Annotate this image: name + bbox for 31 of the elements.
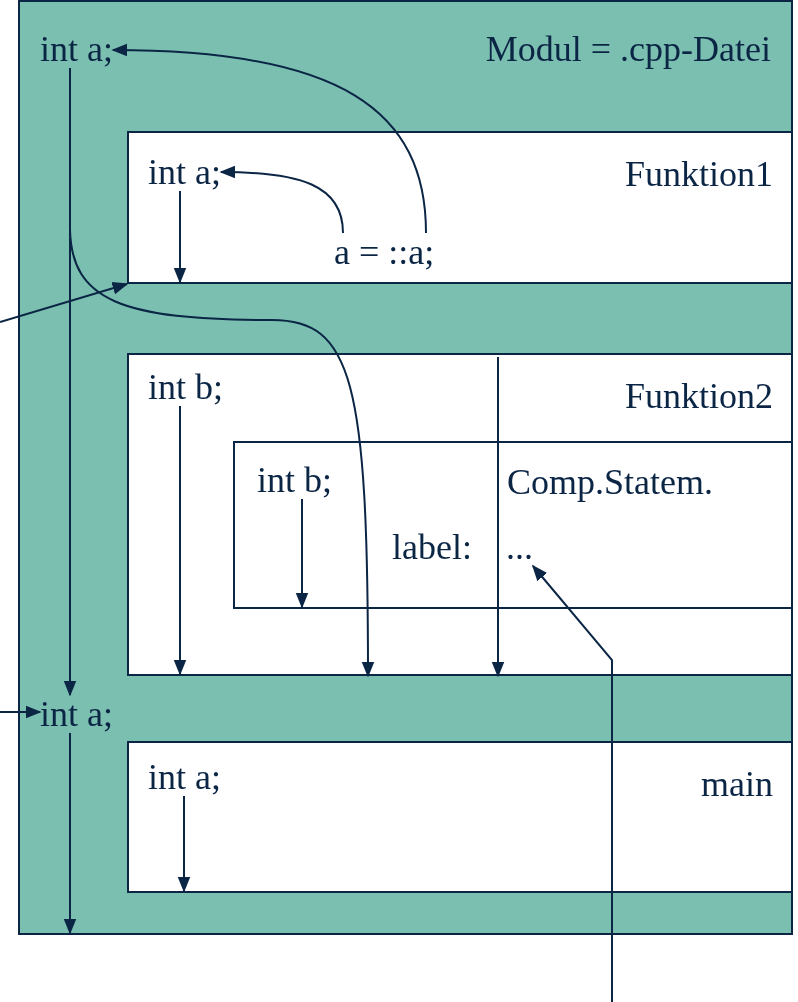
code-text: a = ::a; [334,233,435,271]
code-text: int a; [40,695,113,733]
scope-box [233,441,793,609]
scope-title: main [701,765,773,803]
arrow [0,705,42,719]
code-text: ... [506,528,533,566]
code-text: int b; [148,368,223,406]
arrow [173,190,187,284]
arrow [177,795,191,893]
arrow [219,165,344,234]
arrow [531,564,613,1002]
code-text: int a; [148,153,221,191]
scope-title: Modul = .cpp-Datei [485,30,771,68]
arrow [0,282,129,323]
arrow [63,732,77,935]
scope-box [127,353,793,676]
code-text: int a; [40,30,113,68]
module-box [18,0,793,935]
arrow [69,67,375,678]
scope-title: Funktion1 [624,155,773,193]
scope-box [127,131,793,284]
arrow [111,43,427,234]
scope-title: Comp.Statem. [507,463,713,501]
arrow [173,405,187,676]
arrow [295,498,309,609]
arrow [491,356,505,678]
code-text: label: [392,528,472,566]
scope-title: Funktion2 [624,377,773,415]
code-text: int b; [257,461,332,499]
code-text: int a; [148,758,221,796]
scope-box [127,741,793,893]
